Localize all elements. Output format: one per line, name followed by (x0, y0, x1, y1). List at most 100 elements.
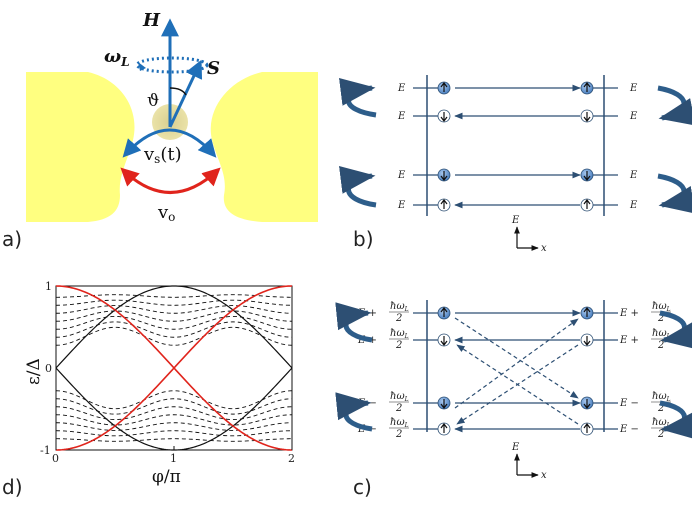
spin-up-dot-icon (437, 306, 594, 320)
spin-up-hole-icon (437, 422, 594, 436)
dashed-levels (55, 294, 293, 442)
y-axis-label: ε/Δ (24, 358, 44, 385)
energy-label-right: E + ħωL 2 E + ħωL 2 E − ħωL 2 E − ħωL 2 (619, 301, 671, 440)
dashed-level-upper (55, 299, 293, 306)
spin-label: S (207, 58, 220, 79)
svg-text:ħωL: ħωL (390, 328, 409, 340)
y-tick-label: 0 (45, 362, 52, 375)
svg-text:2: 2 (657, 340, 664, 351)
reflection-arrow-icon (335, 392, 373, 432)
dashed-level-upper (55, 321, 293, 338)
diagonal-transition (454, 318, 579, 409)
dashed-level-lower (56, 438, 292, 442)
dashed-level-lower (55, 390, 293, 410)
reflection-arrow-icon (339, 78, 377, 118)
dashed-level-lower (55, 430, 293, 437)
diagonal-transition (454, 317, 579, 399)
spin-down-dot-icon (437, 168, 594, 182)
vs-label: vs(t) (143, 144, 182, 166)
dashed-level-lower (55, 414, 293, 426)
reflection-arrow-icon (659, 310, 692, 350)
level-row-4: E E (397, 200, 638, 211)
svg-text:E −: E − (619, 424, 639, 435)
left-electrode (26, 72, 135, 222)
dashed-level-upper (55, 310, 293, 322)
level-row-1: E E (397, 83, 638, 94)
x-tick-label: 0 (52, 452, 59, 465)
diagonal-transition (456, 344, 579, 425)
panel-label-d: d) (2, 475, 23, 499)
x-tick-label: 1 (170, 452, 177, 465)
svg-text:2: 2 (395, 313, 402, 324)
svg-text:2: 2 (657, 429, 664, 440)
y-ticks: 1 0 -1 (40, 280, 52, 457)
panel-b: E E E E E E E E (339, 75, 692, 254)
precession-arrow-icon (138, 62, 146, 71)
svg-text:ħωL: ħωL (652, 301, 671, 313)
x-axis-label: φ/π (152, 467, 181, 487)
black-curve-upper (55, 285, 293, 369)
spin-down-dot-icon (437, 396, 594, 410)
svg-text:2: 2 (657, 403, 664, 414)
svg-text:2: 2 (657, 313, 664, 324)
panel-label-b: b) (353, 227, 374, 251)
dashed-level-lower (55, 398, 293, 415)
spin-arrow (168, 59, 203, 128)
x-ticks: 0 1 2 (52, 446, 295, 465)
panel-a: H ωL S ϑ vs(t) vo a) (2, 10, 318, 251)
svg-text:E −: E − (619, 398, 639, 409)
angle-arc (169, 87, 187, 96)
level-row-2: E E (397, 111, 638, 122)
svg-text:E: E (397, 111, 406, 122)
svg-text:E: E (511, 442, 520, 453)
svg-text:E: E (397, 170, 406, 181)
right-electrode (210, 72, 318, 222)
svg-text:2: 2 (395, 429, 402, 440)
svg-text:ħωL: ħωL (390, 391, 409, 403)
svg-text:x: x (541, 470, 547, 481)
reflection-arrow-icon (659, 400, 692, 440)
svg-text:E: E (629, 170, 638, 181)
reflection-arrow-icon (657, 85, 692, 126)
level-row-3: E E (397, 170, 638, 181)
panel-d: 0 1 2 1 0 -1 φ/π ε/Δ d) (2, 280, 295, 499)
svg-text:ħωL: ħωL (390, 301, 409, 313)
svg-text:ħωL: ħωL (390, 417, 409, 429)
svg-text:E: E (629, 200, 638, 211)
energy-label-left: E + ħωL 2 E + ħωL 2 E − ħωL 2 E − ħωL 2 (357, 301, 409, 440)
spin-down-hole-icon (437, 109, 594, 123)
axes-icon: E x (511, 442, 547, 481)
reflection-arrow-icon (657, 173, 692, 214)
angle-label: ϑ (147, 91, 159, 111)
reflection-arrow-icon (335, 302, 373, 343)
precession-ring (135, 56, 209, 74)
svg-text:E: E (629, 111, 638, 122)
red-curves (55, 285, 293, 451)
axes-icon: E x (511, 215, 547, 254)
vo-label: vo (157, 202, 175, 224)
panel-label-c: c) (353, 475, 372, 499)
panel-label-a: a) (2, 227, 22, 251)
red-curve-b (55, 285, 293, 451)
svg-text:2: 2 (395, 403, 402, 414)
svg-text:E: E (629, 83, 638, 94)
level-ticks (413, 312, 618, 430)
svg-text:E: E (397, 200, 406, 211)
x-tick-label: 2 (288, 452, 295, 465)
svg-text:E: E (511, 215, 520, 226)
dashed-level-upper (55, 305, 293, 314)
field-label: H (142, 10, 161, 31)
spin-up-dot-icon (437, 81, 594, 95)
svg-text:2: 2 (395, 340, 402, 351)
larmor-label: ωL (104, 46, 130, 69)
dashed-level-upper (55, 326, 293, 346)
vs-arc (122, 128, 217, 158)
y-tick-label: -1 (40, 444, 51, 457)
dashed-level-lower (55, 422, 293, 431)
spin-up-hole-icon (437, 198, 594, 212)
svg-text:x: x (541, 243, 547, 254)
svg-text:E +: E + (619, 335, 639, 346)
dashed-level-upper (56, 294, 292, 298)
panel-c: E + ħωL 2 E + ħωL 2 E − ħωL 2 E − ħωL 2 … (335, 300, 692, 499)
